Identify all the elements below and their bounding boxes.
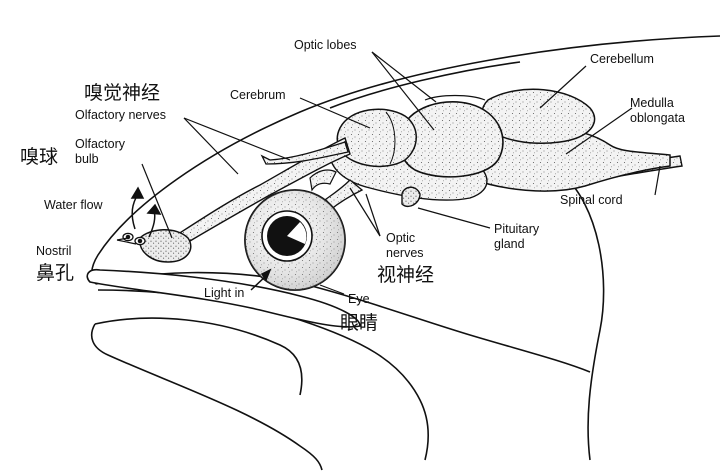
label-light-in: Light in (204, 286, 245, 300)
label-zh-olfactory-nerves: 嗅觉神经 (84, 82, 161, 104)
label-bulb: bulb (75, 152, 99, 166)
label-pituitary: Pituitary (494, 222, 540, 236)
label-oblongata: oblongata (630, 111, 685, 125)
leader-lines (116, 51, 661, 295)
label-zh-optic-nerves: 视神经 (377, 264, 435, 286)
water-flow-arrows (130, 186, 162, 238)
eye (244, 189, 346, 291)
label-olfactory-nerves: Olfactory nerves (75, 108, 167, 122)
label-optic: Optic (386, 231, 416, 245)
label-zh-nostril: 鼻孔 (36, 262, 75, 284)
label-eye: Eye (348, 292, 370, 306)
olfactory-bulb (139, 229, 192, 263)
nostril-openings (122, 232, 146, 246)
optic-nerves (309, 169, 364, 211)
pituitary-gland (401, 186, 421, 208)
label-olfactory: Olfactory (75, 137, 126, 151)
label-medulla: Medulla (630, 96, 674, 110)
light-in-arrow (250, 268, 272, 291)
label-nerves: nerves (386, 246, 424, 260)
label-spinal-cord: Spinal cord (560, 193, 623, 207)
label-zh-olfactory-bulb: 嗅球 (20, 146, 59, 168)
snout (86, 268, 361, 328)
cerebrum (336, 108, 417, 168)
label-cerebellum: Cerebellum (590, 52, 654, 66)
label-water-flow: Water flow (44, 198, 103, 212)
label-gland: gland (494, 237, 525, 251)
label-optic-lobes: Optic lobes (294, 38, 357, 52)
label-nostril: Nostril (36, 244, 72, 258)
label-zh-eye: 眼睛 (340, 312, 379, 334)
label-cerebrum: Cerebrum (230, 88, 286, 102)
